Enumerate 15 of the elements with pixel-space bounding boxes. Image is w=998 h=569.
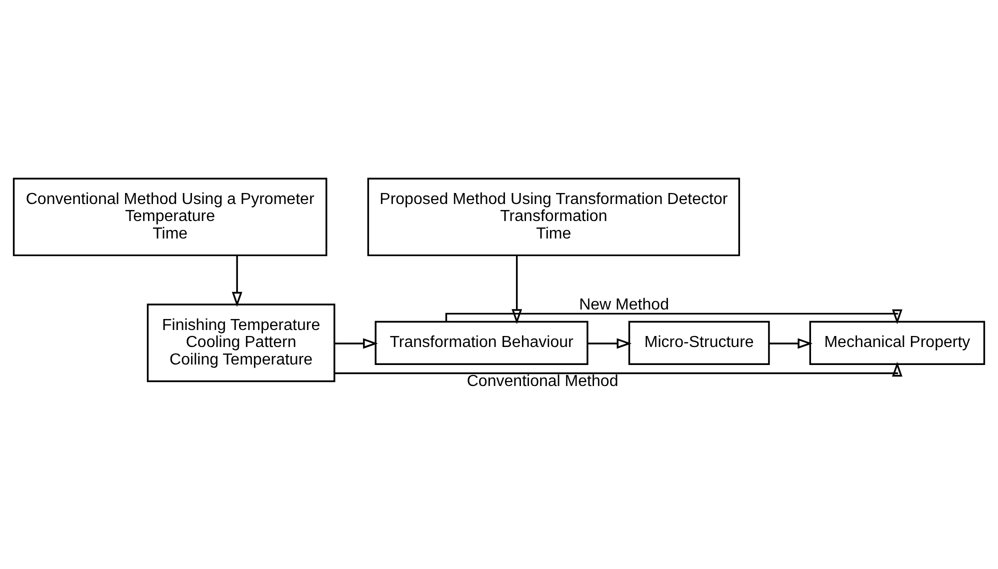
- node-box: Conventional Method Using a Pyrometer Temperature Time: [12, 178, 328, 256]
- edge-label: New Method: [579, 295, 670, 314]
- arrow: [334, 338, 378, 349]
- arrow: [512, 255, 522, 324]
- arrow: [445, 309, 902, 324]
- arrow: [334, 362, 902, 377]
- node-box: Transformation Behaviour: [374, 320, 588, 365]
- node-box: Mechanical Property: [809, 320, 986, 365]
- edge-label: Conventional Method: [466, 372, 618, 390]
- node-box: Finishing Temperature Cooling Pattern Coiling Temperature: [146, 304, 336, 382]
- arrow: [588, 338, 632, 349]
- node-box: Proposed Method Using Transformation Detector Transformation Time: [367, 178, 740, 256]
- node-box: Micro-Structure: [628, 320, 770, 365]
- arrow: [232, 255, 242, 307]
- arrow: [770, 338, 813, 349]
